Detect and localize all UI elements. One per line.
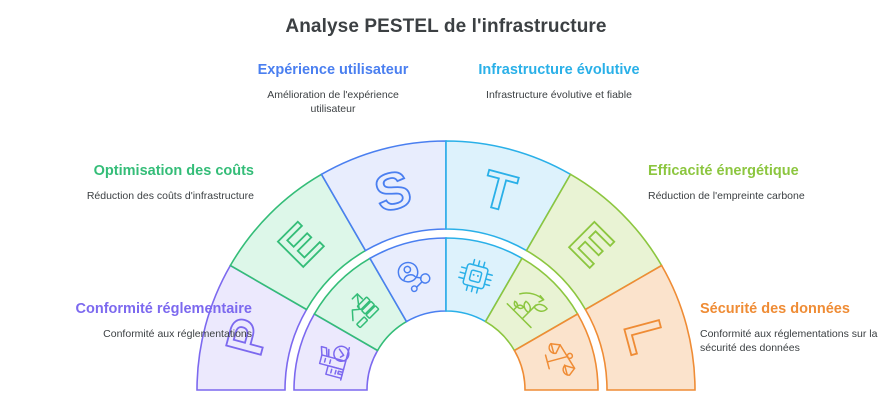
microchip-icon [458,258,493,294]
icon-holder-2 [397,261,431,293]
callout-heading-environmental: Efficacité énergétique [648,163,799,179]
callout-subtitle-environmental: Réduction de l'empreinte carbone [648,189,805,202]
user-network-icon [397,261,431,293]
callout-heading-social: Expérience utilisateur [257,62,409,78]
growth-chart-coins-icon [351,293,380,329]
callout-subtitle-legal: Conformité aux réglementations sur la sé… [700,327,878,355]
callout-economic: Optimisation des coûts Réduction des coû… [82,162,254,203]
callout-subtitle-political: Conformité aux réglementations [103,327,252,340]
callout-legal: Sécurité des données Conformité aux régl… [700,300,888,356]
callout-subtitle-economic: Réduction des coûts d'infrastructure [86,189,254,202]
callout-political: Conformité réglementaire Conformité aux … [72,300,252,341]
icon-holder-5 [544,342,576,376]
callout-social: Expérience utilisateur Amélioration de l… [252,61,414,117]
callout-subtitle-technological: Infrastructure évolutive et fiable [486,88,632,101]
callout-heading-economic: Optimisation des coûts [93,163,254,179]
scales-balance-icon [544,342,576,376]
building-check-icon [318,345,351,381]
growing-plant-icon [506,292,548,329]
callout-technological: Infrastructure évolutive Infrastructure … [478,61,640,102]
callout-environmental: Efficacité énergétique Réduction de l'em… [648,162,828,203]
outer-segment-l-5[interactable] [584,264,696,391]
icon-holder-3 [458,258,493,294]
callout-heading-political: Conformité réglementaire [75,301,252,317]
callout-heading-technological: Infrastructure évolutive [478,62,640,78]
inner-ring-icons [293,237,599,391]
icon-holder-0 [318,345,351,381]
callout-heading-legal: Sécurité des données [700,301,850,317]
icon-holder-4 [506,292,548,329]
page-title: Analyse PESTEL de l'infrastructure [285,16,607,37]
icon-holder-1 [351,293,380,329]
callout-subtitle-social: Amélioration de l'expérience utilisateur [267,88,399,116]
